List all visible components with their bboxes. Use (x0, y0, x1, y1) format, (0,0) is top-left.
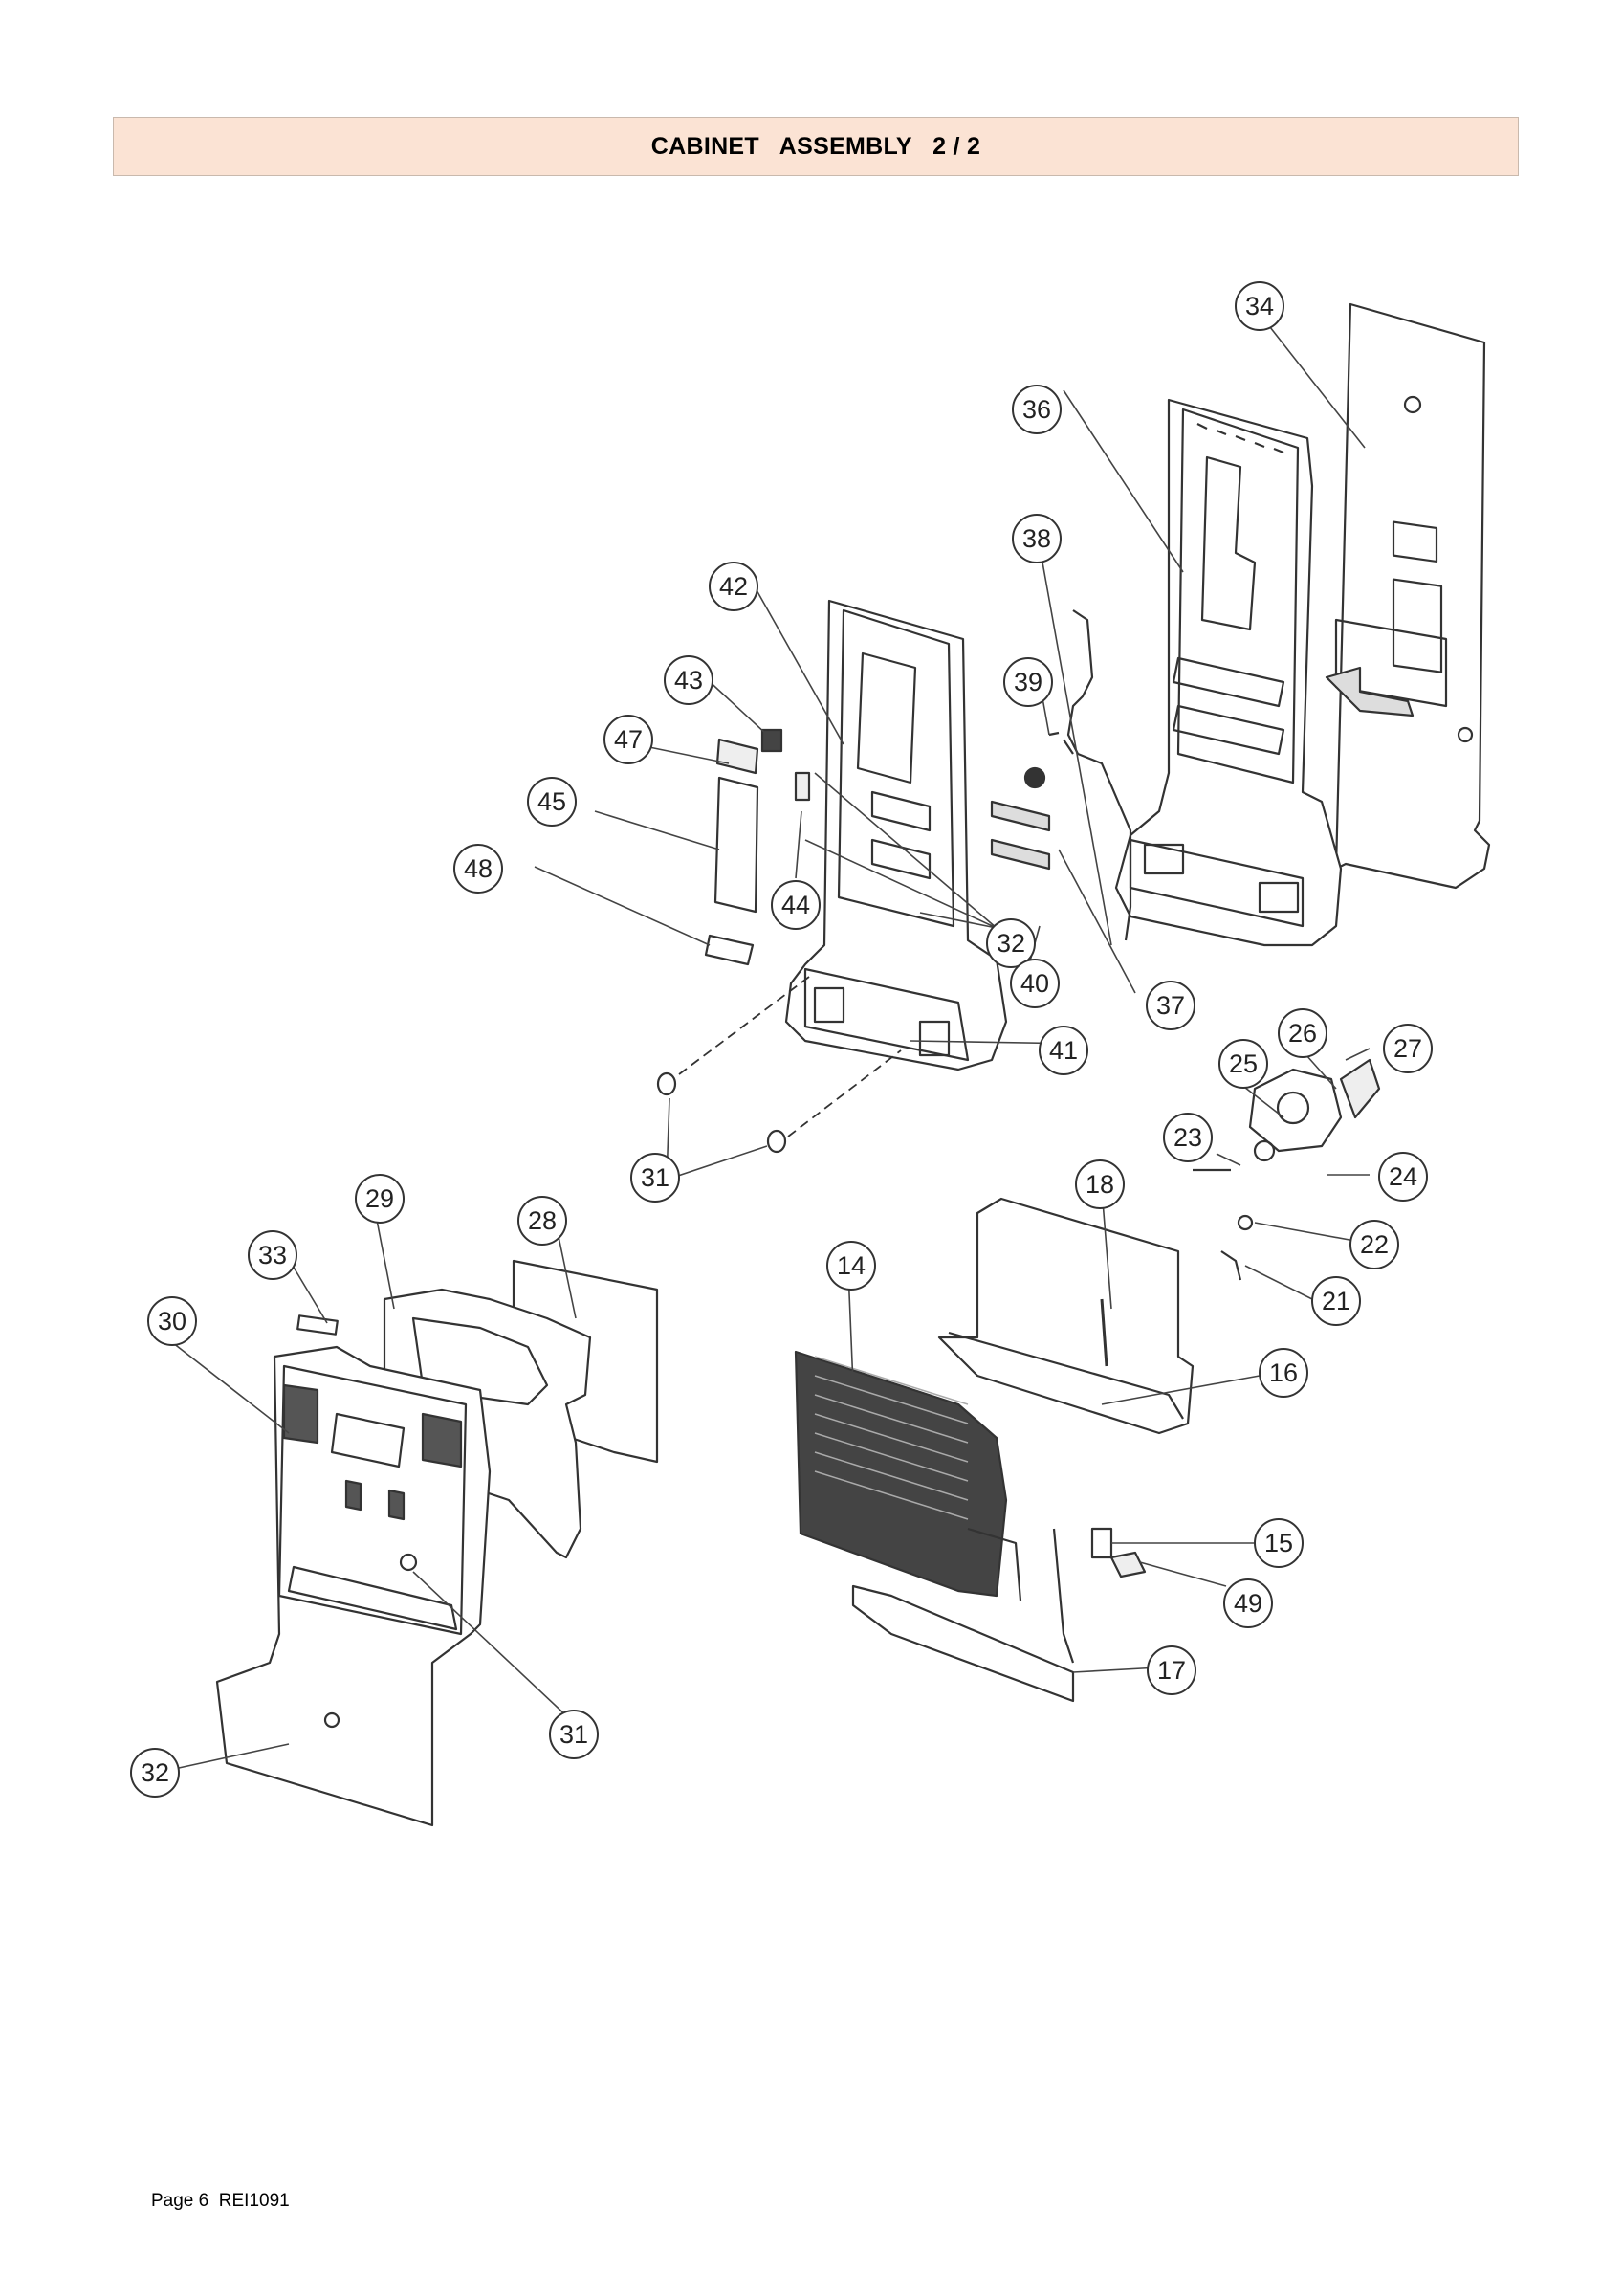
part-34-back-panel (1334, 302, 1491, 890)
callout-31-upper: 31 (641, 1163, 669, 1192)
callout-36: 36 (1022, 395, 1051, 424)
part-40b (990, 838, 1051, 871)
part-49 (1109, 1551, 1147, 1578)
part-39 (1023, 766, 1046, 789)
part-14-evaporator (794, 1350, 1075, 1703)
part-42-liner (784, 599, 1008, 1071)
callout-45: 45 (537, 787, 566, 816)
section-title-bar: CABINET ASSEMBLY 2 / 2 (113, 117, 1519, 176)
callouts: 34 36 38 42 39 43 47 45 48 44 32 40 37 4… (130, 281, 1433, 1798)
callout-27: 27 (1393, 1034, 1422, 1063)
leader-lines (159, 313, 1371, 1769)
callout-43: 43 (674, 666, 703, 695)
callout-34: 34 (1245, 292, 1274, 320)
fan-assembly (1193, 1058, 1381, 1281)
callout-39: 39 (1014, 668, 1042, 696)
callout-17: 17 (1157, 1656, 1186, 1685)
callout-25: 25 (1229, 1049, 1258, 1078)
part-40a (990, 800, 1051, 832)
part-47 (715, 738, 759, 775)
callout-15: 15 (1264, 1529, 1293, 1557)
callout-48: 48 (464, 854, 493, 883)
callout-28: 28 (528, 1206, 557, 1235)
callout-29: 29 (365, 1184, 394, 1213)
part-38-sensor (1048, 731, 1074, 755)
callout-14: 14 (837, 1251, 866, 1280)
callout-32-upper: 32 (997, 929, 1025, 958)
part-38-wire (1066, 609, 1132, 941)
part-35 (1325, 666, 1415, 718)
callout-23: 23 (1173, 1123, 1202, 1152)
callout-42: 42 (719, 572, 748, 601)
callout-32-lower: 32 (141, 1758, 169, 1787)
part-48 (704, 934, 755, 966)
callout-47: 47 (614, 725, 643, 754)
part-45 (713, 776, 759, 914)
part-15 (1090, 1527, 1113, 1559)
part-33 (296, 1314, 339, 1336)
callout-49: 49 (1234, 1589, 1262, 1618)
part-44 (794, 771, 811, 802)
callout-22: 22 (1360, 1230, 1389, 1259)
callout-38: 38 (1022, 524, 1051, 553)
page-footer: Page 6 REI1091 (151, 2191, 290, 2211)
callout-24: 24 (1389, 1162, 1417, 1191)
callout-33: 33 (258, 1241, 287, 1269)
callout-41: 41 (1049, 1036, 1078, 1065)
part-31-plug-b (766, 1129, 787, 1154)
callout-40: 40 (1020, 969, 1049, 998)
part-18-cover (937, 1197, 1195, 1435)
part-31-plug-a (656, 1071, 677, 1096)
callout-44: 44 (781, 891, 810, 919)
callout-26: 26 (1288, 1019, 1317, 1048)
callout-21: 21 (1322, 1287, 1350, 1315)
callout-30: 30 (158, 1307, 186, 1336)
part-36-inner-cabinet (1114, 398, 1343, 947)
section-title: CABINET ASSEMBLY 2 / 2 (650, 132, 981, 160)
part-30-front-panel (215, 1345, 492, 1827)
callout-18: 18 (1086, 1170, 1114, 1199)
callout-16: 16 (1269, 1358, 1298, 1387)
callout-37: 37 (1156, 991, 1185, 1020)
exploded-parts-diagram: 34 36 38 42 39 43 47 45 48 44 32 40 37 4… (117, 256, 1503, 1835)
part-43 (760, 728, 783, 753)
callout-31-lower: 31 (559, 1720, 588, 1749)
